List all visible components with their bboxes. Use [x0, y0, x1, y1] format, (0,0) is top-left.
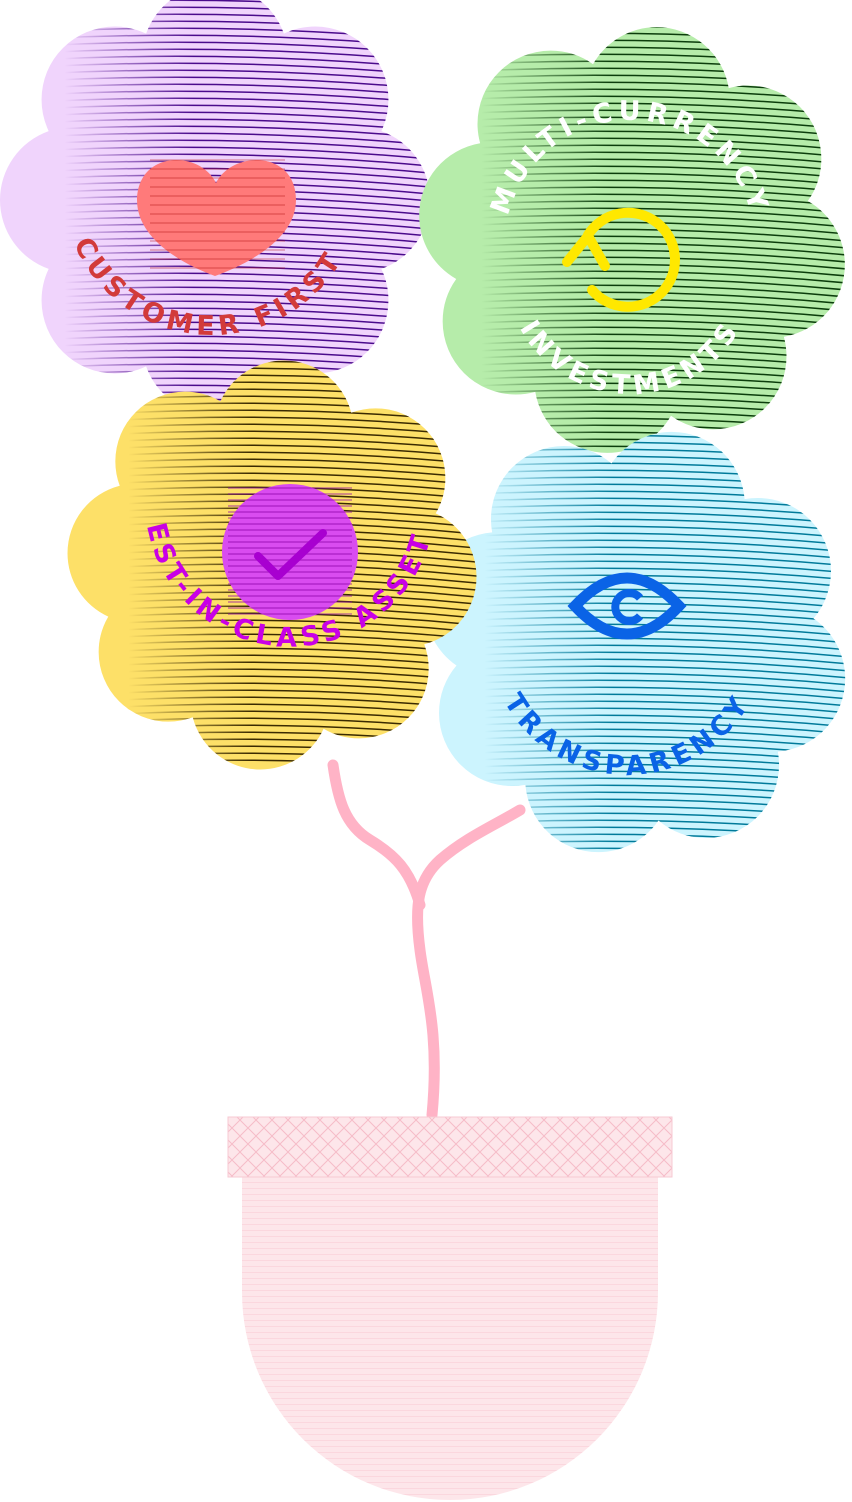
- pot: [227, 1116, 673, 1500]
- heart-icon: [137, 160, 296, 276]
- flower-petals: [424, 431, 846, 853]
- stem: [327, 759, 526, 1121]
- flower-transparency: [424, 431, 846, 853]
- check-icon: [222, 484, 358, 620]
- flower-customer-first: [0, 0, 430, 415]
- refresh-icon: [562, 207, 680, 312]
- flower-best-in-class: [67, 360, 477, 770]
- eye-icon: [567, 572, 687, 640]
